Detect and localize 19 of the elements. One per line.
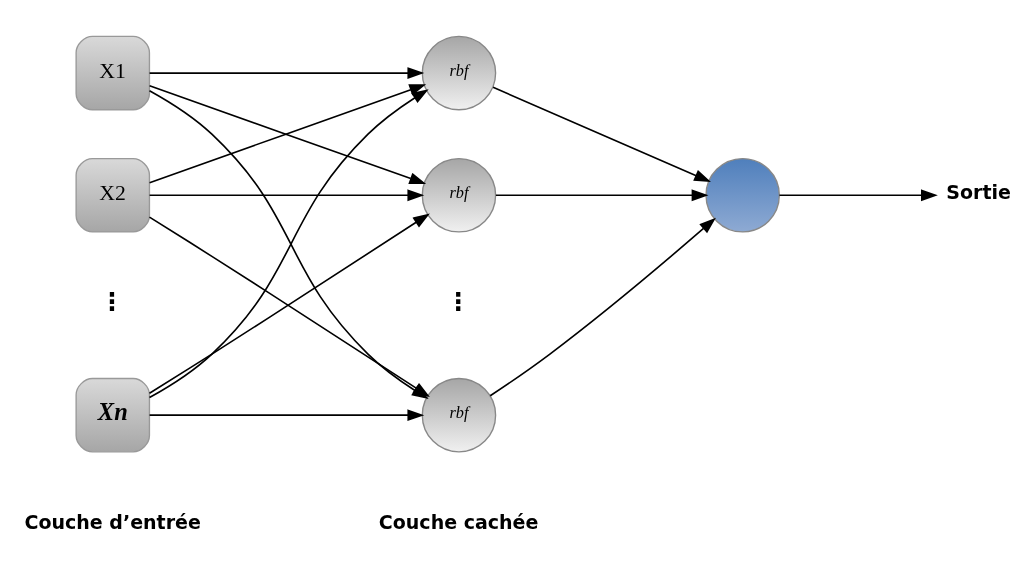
- label: Couche d’entrée: [24, 510, 201, 533]
- arrow: [778, 188, 938, 201]
- node-circle: rbf: [421, 35, 497, 110]
- node-circle: [705, 157, 780, 233]
- arrow: [492, 86, 711, 182]
- node-circle: rbf: [421, 377, 497, 452]
- arrow: [148, 408, 425, 421]
- node-box: X2: [75, 157, 151, 233]
- arrow: [148, 66, 425, 79]
- arrow: [148, 188, 425, 201]
- arrow: [489, 217, 716, 397]
- node-box: Xn: [75, 377, 151, 452]
- arrow: [495, 188, 709, 201]
- label: ⋮: [446, 286, 471, 316]
- node-circle: rbf: [421, 157, 497, 233]
- node-box: X1: [75, 35, 151, 110]
- label: Couche cachée: [378, 510, 539, 533]
- node-text: Sortie: [946, 180, 1011, 203]
- label: ⋮: [99, 286, 125, 316]
